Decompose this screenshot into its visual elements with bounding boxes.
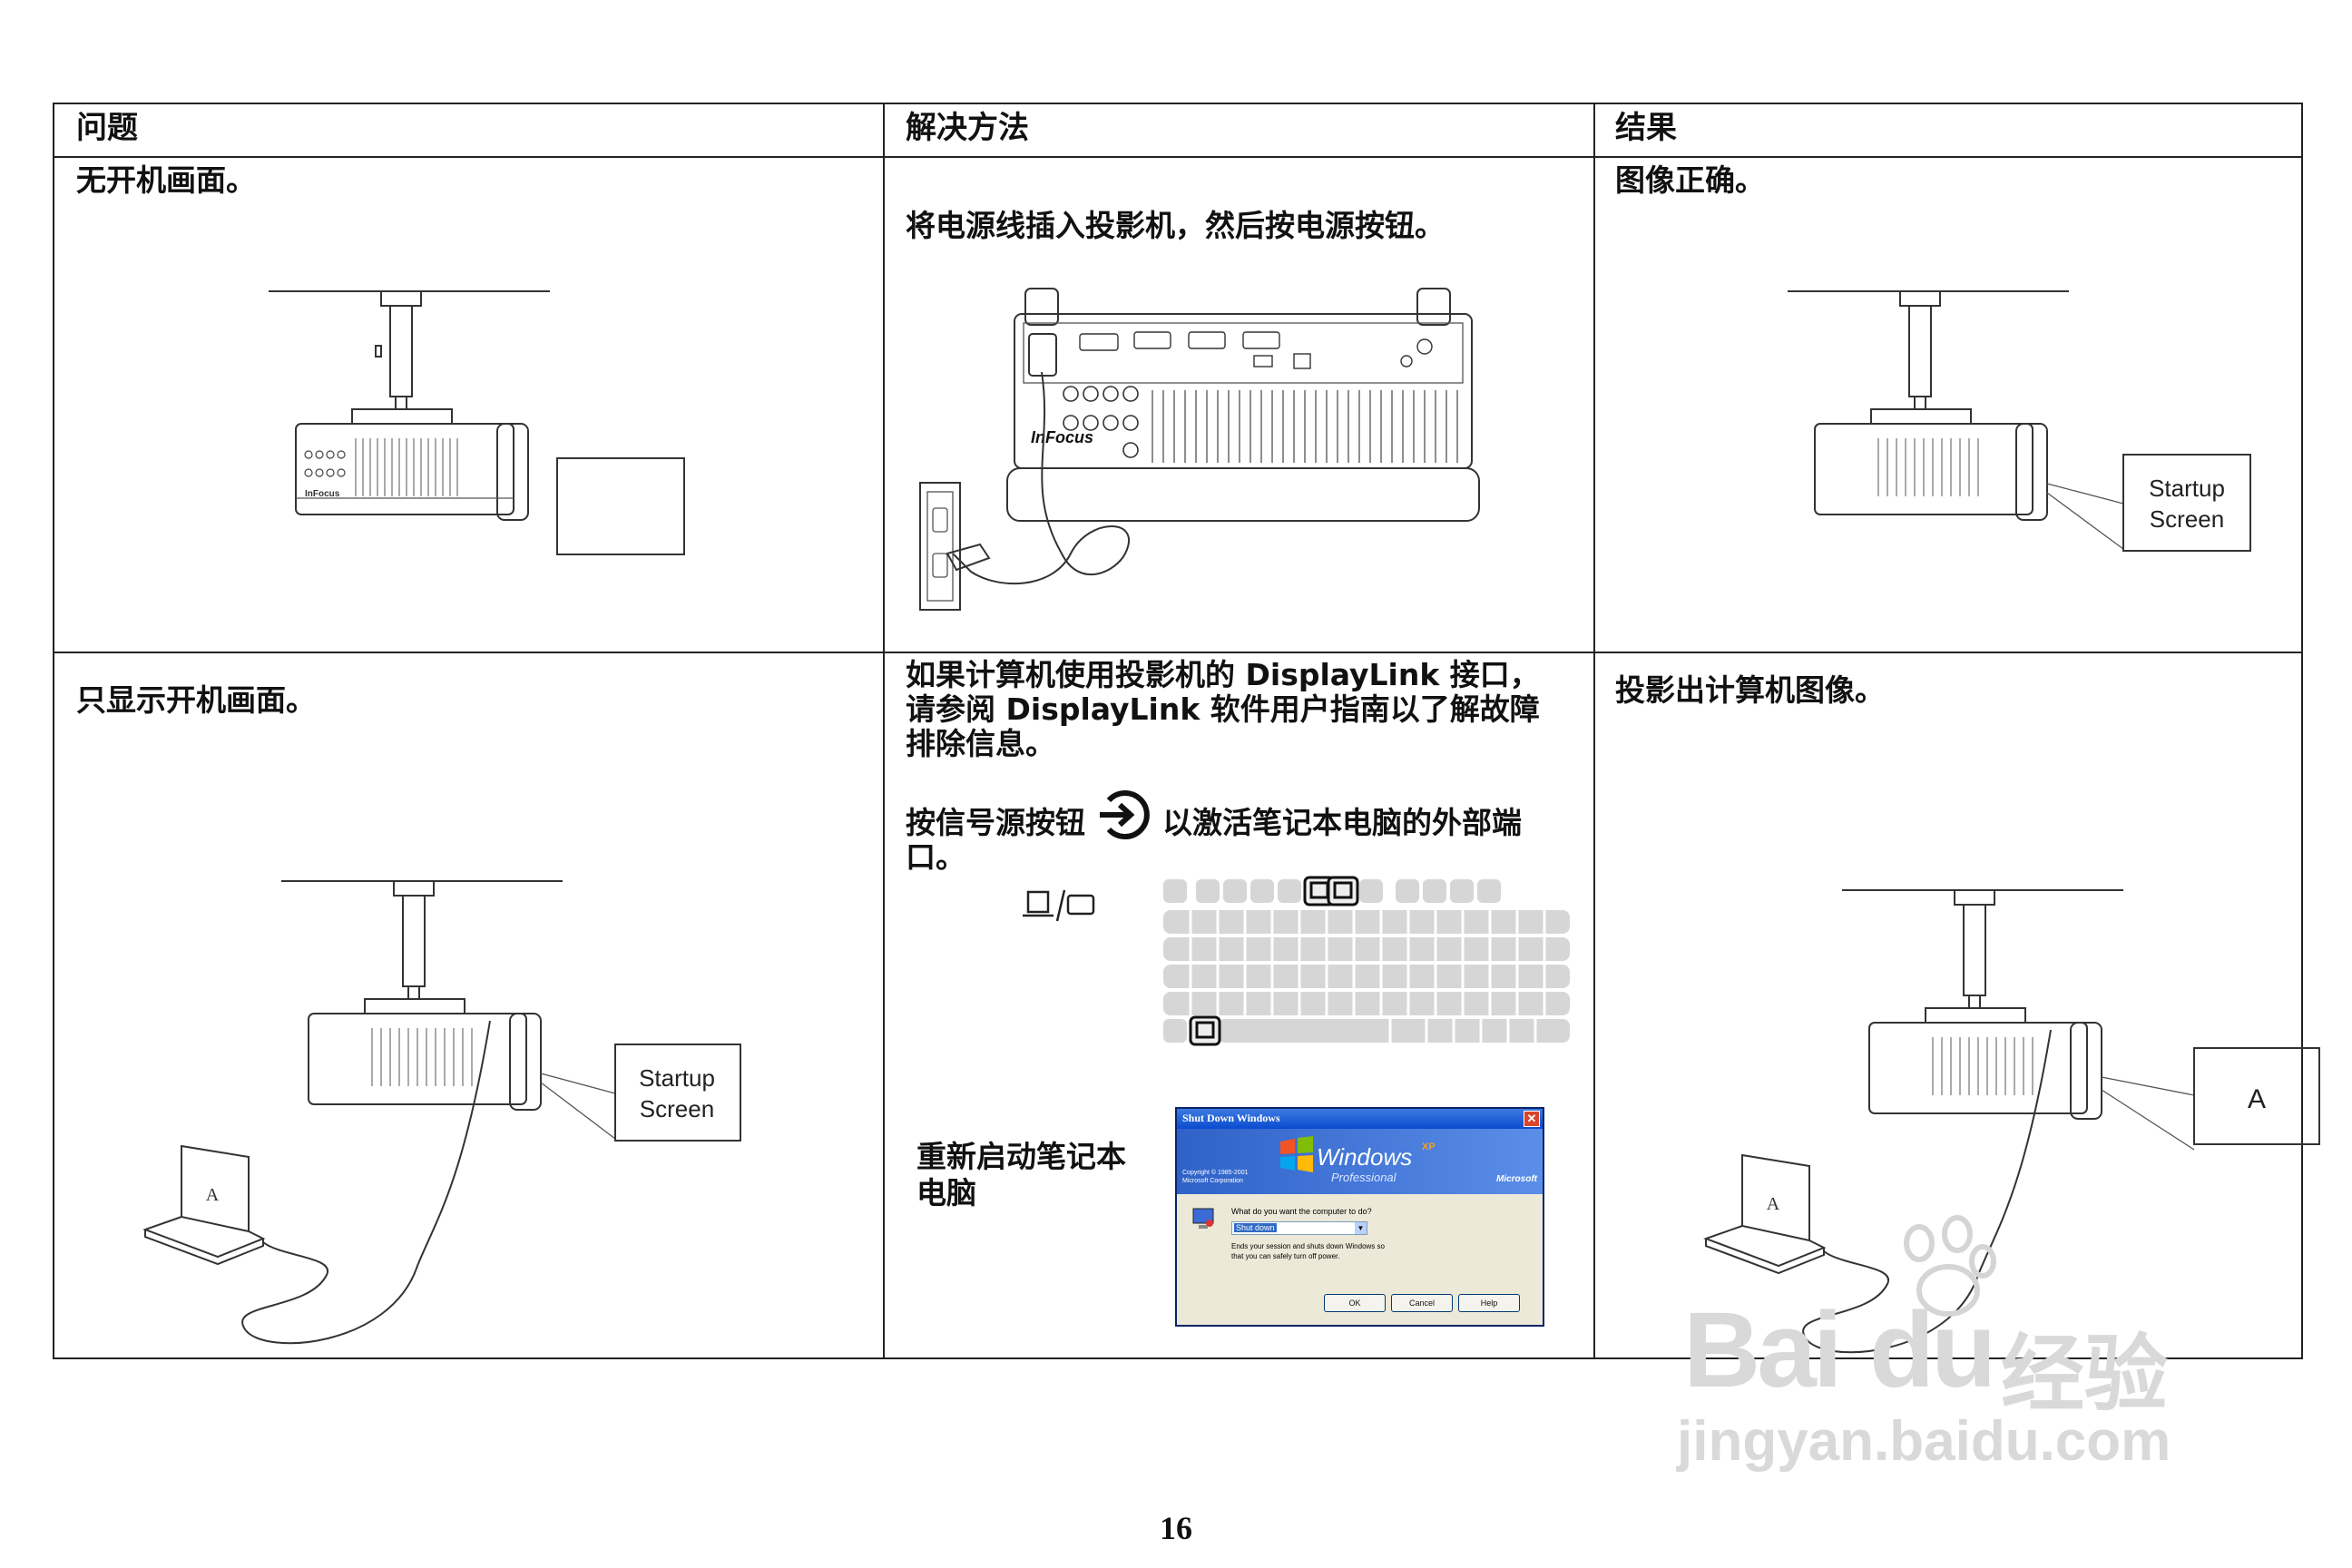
dialog-banner: Windows XP Professional Copyright © 1985… [1177,1129,1543,1194]
header-divider [54,156,2301,158]
laptop-screen-letter: A [206,1185,220,1205]
chevron-down-icon[interactable]: ▼ [1355,1222,1367,1234]
watermark-logo-du: du [1869,1290,1996,1410]
row-divider [54,652,2301,653]
startup-screen-line2: Screen [2150,505,2224,533]
dialog-titlebar: Shut Down Windows ✕ [1177,1109,1543,1129]
watermark-logo-bai: Bai [1683,1290,1843,1410]
ok-button[interactable]: OK [1324,1294,1386,1312]
solution-source-text-b: 以激活笔记本电脑的外部端口。 [906,805,1522,875]
ceiling-projector-startup-illustration: Startup Screen [1788,290,2251,552]
close-icon[interactable]: ✕ [1524,1111,1540,1127]
windows-brand: Windows [1317,1143,1413,1171]
laptop-screen-letter: A [1767,1194,1780,1214]
result-computer-image: 投影出计算机图像。 [1615,672,1885,708]
dialog-title: Shut Down Windows [1182,1112,1280,1124]
dialog-question: What do you want the computer to do? [1231,1207,1372,1216]
projector-rear-brand: InFocus [1031,428,1093,446]
projected-screen [2193,1047,2320,1145]
startup-screen-line2: Screen [640,1095,714,1122]
laptop-projected-image-illustration: A A [1703,889,2320,1354]
laptop-monitor-toggle-icon [1023,889,1095,922]
windows-edition: Professional [1331,1171,1396,1184]
help-button[interactable]: Help [1458,1294,1520,1312]
watermark-logo-jingyan: 经验 [2001,1326,2169,1423]
solution-displaylink: 如果计算机使用投影机的 DisplayLink 接口，请参阅 DisplayLi… [906,657,1540,761]
solution-source-button: 按信号源按钮 以激活笔记本电脑的外部端口。 [906,789,1563,875]
power-cord [952,371,1130,585]
wall-outlet [919,482,961,611]
header-solution: 解决方法 [906,110,1029,146]
laptop-startup-illustration: Startup Screen A [142,880,741,1345]
keyboard-illustration [1163,876,1570,1046]
header-result: 结果 [1615,110,1677,146]
cancel-button[interactable]: Cancel [1391,1294,1453,1312]
source-button-icon [1099,790,1150,839]
column-divider [1593,104,1595,1357]
column-divider [883,104,885,1357]
page-number: 16 [1160,1510,1192,1546]
power-inlet [1028,333,1057,377]
shutdown-select[interactable]: Shut down ▼ [1231,1221,1367,1235]
solution-source-text-a: 按信号源按钮 [906,805,1085,840]
shutdown-dialog: Shut Down Windows ✕ Windows XP Professio… [1175,1107,1544,1327]
microsoft-logo: Microsoft [1496,1174,1537,1184]
fn-key-highlight [1189,876,1359,1046]
computer-icon [1192,1208,1214,1229]
ceiling-projector-illustration: InFocus [269,290,685,555]
problem-startup-only: 只显示开机画面。 [76,682,316,718]
laptop [1703,1153,1827,1275]
projected-screen-letter: A [2248,1084,2266,1114]
startup-screen [2122,454,2251,552]
projector-brand: InFocus [305,489,340,499]
restart-laptop-label: 重新启动笔记本电脑 [916,1139,1126,1210]
projector-rear-illustration: InFocus [919,288,1480,611]
baidu-paw-icon [1904,1215,1996,1317]
header-problem: 问题 [76,110,138,146]
startup-screen [614,1044,741,1142]
shutdown-select-value: Shut down [1234,1223,1277,1232]
copyright-text: Copyright © 1985-2001 Microsoft Corporat… [1182,1170,1249,1184]
windows-brand-sup: XP [1422,1142,1436,1152]
solution-plug-power: 将电源线插入投影机，然后按电源按钮。 [906,208,1445,243]
problem-no-startup: 无开机画面。 [76,162,256,198]
startup-screen-line1: Startup [2149,475,2225,502]
dialog-description: Ends your session and shuts down Windows… [1231,1242,1385,1260]
windows-flag-icon [1280,1136,1313,1172]
video-cable [241,1020,491,1345]
video-cable [1802,1029,2052,1354]
blank-screen [556,457,685,555]
troubleshooting-table: 问题 解决方法 结果 无开机画面。 将电源线插入投影机，然后按电源按钮。 图像正… [53,103,2320,1359]
laptop [142,1144,266,1266]
watermark-url: jingyan.baidu.com [1677,1410,2171,1473]
startup-screen-line1: Startup [639,1064,715,1092]
result-correct-image: 图像正确。 [1615,162,1765,198]
